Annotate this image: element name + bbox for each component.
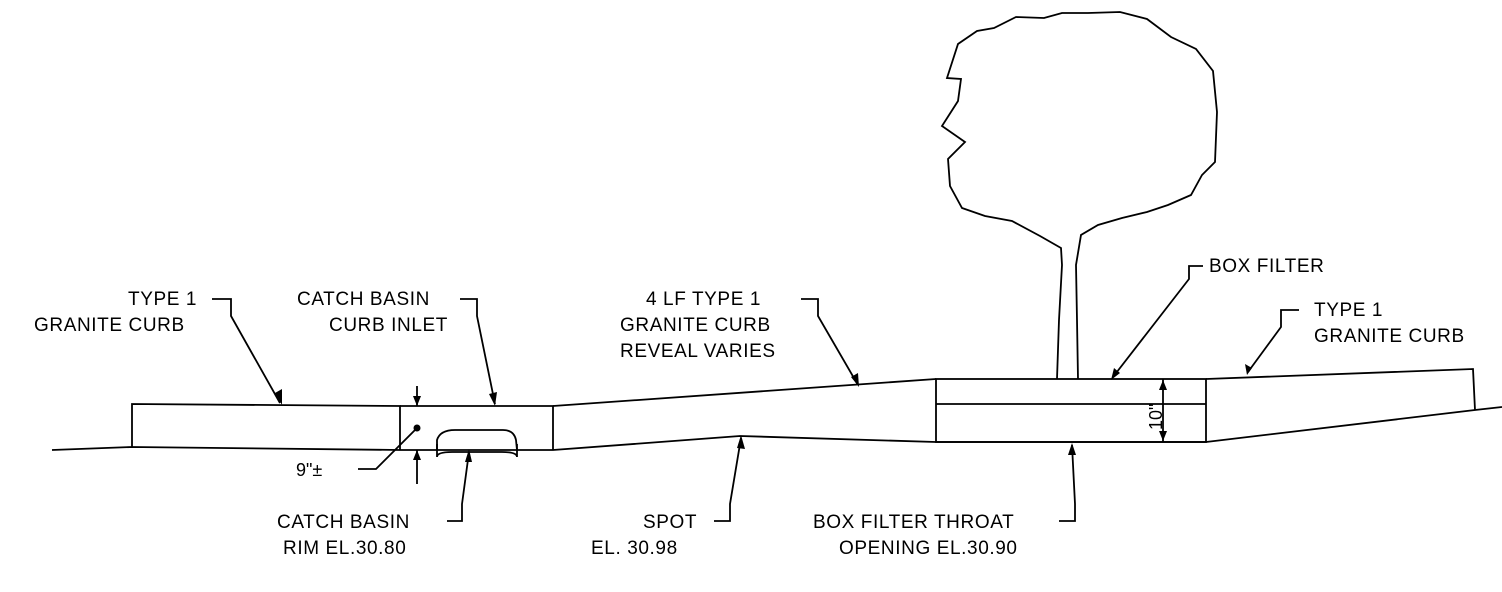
label-box-filter: BOX FILTER [1209,256,1324,277]
left-granite-curb [131,403,401,450]
label-left-curb-line2: GRANITE CURB [34,315,185,336]
label-nine-inch: 9"± [296,460,322,480]
ten-inch-dimension [1159,379,1167,442]
label-4lf-curb-line1: 4 LF TYPE 1 [646,289,761,310]
label-catch-basin-rim-line1: CATCH BASIN [277,512,410,533]
tree-icon [940,11,1218,380]
label-catch-basin-rim-line2: RIM EL.30.80 [283,538,406,559]
nine-inch-dimension [358,386,421,484]
label-4lf-curb-line2: GRANITE CURB [620,315,771,336]
sloped-granite-curb [552,378,937,407]
leader-lines [212,265,1299,522]
label-spot-line2: EL. 30.98 [591,538,678,559]
label-4lf-curb-line3: REVEAL VARIES [620,341,776,362]
label-box-filter-throat-line2: OPENING EL.30.90 [839,538,1018,559]
label-catch-basin-inlet-line2: CURB INLET [329,315,448,336]
label-right-curb-line1: TYPE 1 [1314,300,1383,321]
ground-line [51,406,1502,451]
right-granite-curb [1205,368,1476,411]
label-spot-line1: SPOT [643,512,697,533]
label-box-filter-throat-line1: BOX FILTER THROAT [813,512,1014,533]
box-filter [935,378,1207,443]
label-catch-basin-inlet-line1: CATCH BASIN [297,289,430,310]
label-left-curb-line1: TYPE 1 [128,289,197,310]
label-right-curb-line2: GRANITE CURB [1314,326,1465,347]
label-ten-inch: 10" [1146,404,1166,430]
